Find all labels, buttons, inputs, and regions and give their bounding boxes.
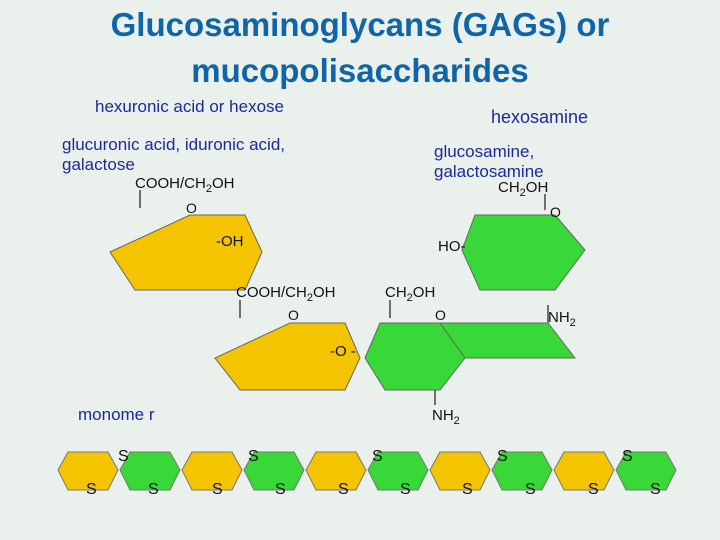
svg-text:COOH/CH2OH: COOH/CH2OH bbox=[135, 175, 234, 195]
sulfate-label: S bbox=[118, 448, 129, 465]
chain-monomer bbox=[615, 451, 677, 491]
acids-label-line2: galactose bbox=[62, 155, 135, 174]
svg-text:NH2: NH2 bbox=[548, 309, 576, 329]
chain-monomer bbox=[243, 451, 305, 491]
chain-monomer bbox=[429, 451, 491, 491]
amines-label-line1: glucosamine, bbox=[434, 142, 535, 161]
chain-monomer bbox=[367, 451, 429, 491]
chain-monomer bbox=[491, 451, 553, 491]
title-line-2: mucopolisaccharides bbox=[191, 52, 529, 89]
glycosidic-linkage-label: -O - bbox=[330, 343, 356, 360]
svg-text:CH2OH: CH2OH bbox=[385, 284, 435, 304]
svg-text:CH2OH: CH2OH bbox=[498, 179, 548, 199]
sulfate-label: S bbox=[497, 448, 508, 465]
hexosamine-label: hexosamine bbox=[491, 107, 589, 127]
sulfate-label: S bbox=[650, 481, 661, 498]
sulfate-label: S bbox=[338, 481, 349, 498]
sulfate-label: S bbox=[622, 448, 633, 465]
sulfate-label: S bbox=[275, 481, 286, 498]
sulfate-label: S bbox=[400, 481, 411, 498]
mid-left-hexose-ring: COOH/CH2OH O bbox=[214, 284, 361, 391]
chain-monomer bbox=[57, 451, 119, 491]
sulfate-label: S bbox=[525, 481, 536, 498]
sulfate-label: S bbox=[372, 448, 383, 465]
sulfate-label: S bbox=[212, 481, 223, 498]
sulfate-label: S bbox=[86, 481, 97, 498]
sulfate-label: S bbox=[148, 481, 159, 498]
chain-monomer bbox=[119, 451, 181, 491]
mid-right-hexosamine-ring: CH2OH O NH2 NH2 bbox=[364, 284, 577, 427]
hydroxyl-label: -OH bbox=[216, 233, 244, 250]
sulfate-label: S bbox=[248, 448, 259, 465]
title-line-1: Glucosaminoglycans (GAGs) or bbox=[110, 6, 610, 43]
ring-oxygen: O bbox=[435, 307, 446, 323]
amines-label-line2: galactosamine bbox=[434, 162, 544, 181]
sulfate-label: S bbox=[462, 481, 473, 498]
acids-label-line1: glucuronic acid, iduronic acid, bbox=[62, 135, 286, 154]
slide-title: Glucosaminoglycans (GAGs) or mucopolisac… bbox=[0, 2, 720, 94]
ring-oxygen: O bbox=[186, 200, 197, 216]
top-right-hexosamine-ring: CH2OH O HO- bbox=[438, 179, 586, 291]
chain-monomer bbox=[305, 451, 367, 491]
top-left-hexose-ring: COOH/CH2OH O -OH bbox=[109, 175, 263, 291]
chain-monomer bbox=[181, 451, 243, 491]
hexuronic-label: hexuronic acid or hexose bbox=[95, 97, 285, 116]
svg-text:NH2: NH2 bbox=[432, 407, 460, 427]
monomer-label: monome r bbox=[78, 405, 155, 424]
ring-oxygen: O bbox=[288, 307, 299, 323]
ring-oxygen: O bbox=[550, 204, 561, 220]
chain-monomer bbox=[553, 451, 615, 491]
sulfate-label: S bbox=[588, 481, 599, 498]
hydroxyl-label: HO- bbox=[438, 238, 466, 255]
svg-text:COOH/CH2OH: COOH/CH2OH bbox=[236, 284, 335, 304]
